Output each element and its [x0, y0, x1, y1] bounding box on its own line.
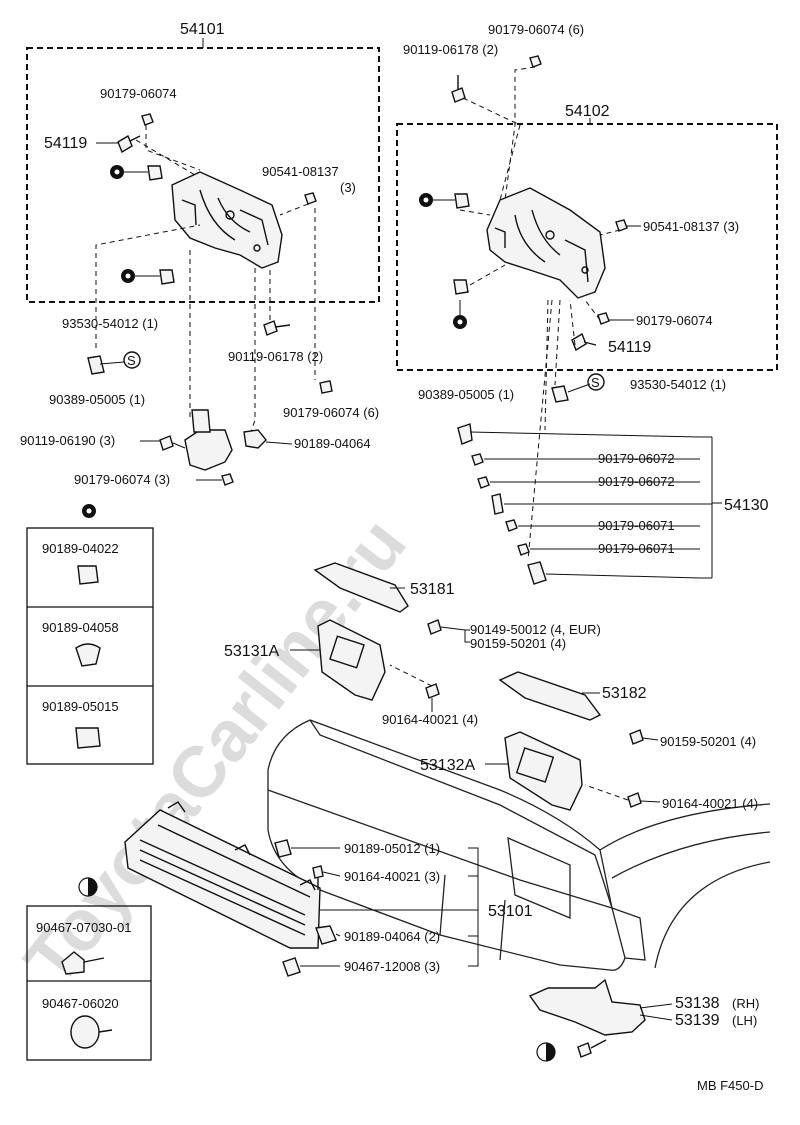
- part-label: 90119-06178 (2): [228, 349, 323, 364]
- screw-icon: [571, 332, 597, 352]
- headlamp-housing-53131a: [290, 619, 386, 701]
- svg-text:S: S: [591, 375, 600, 390]
- clip-icon: [315, 925, 341, 945]
- assembly-54101: 54101: [26, 21, 380, 303]
- label-54130: 54130: [724, 497, 769, 514]
- grille-53101: [124, 801, 321, 949]
- screw-icon: [427, 619, 470, 643]
- part-label: 53132A: [420, 757, 475, 774]
- legend-item: 90189-05015: [42, 699, 119, 714]
- part-label: 93530-54012 (1): [62, 316, 158, 331]
- part-label: 90179-06072: [598, 451, 675, 466]
- nut-icon: [221, 473, 234, 486]
- screw-icon: [312, 865, 341, 890]
- part-label: 90164-40021 (4): [382, 712, 478, 727]
- part-label: 90159-50201 (4): [660, 734, 756, 749]
- legend-item: 90467-06020: [42, 996, 119, 1011]
- part-label: 90164-40021 (3): [344, 869, 440, 884]
- screw-icon: [117, 134, 141, 154]
- part-label: 90179-06074: [100, 86, 177, 101]
- part-label: 90179-06074 (3): [74, 472, 170, 487]
- nut-icon: [529, 55, 542, 68]
- part-label: 90164-40021 (4): [662, 796, 758, 811]
- nut-icon: [304, 192, 317, 205]
- part-label: 90189-05012 (1): [344, 841, 440, 856]
- part-number-labels: 90179-06074 (6) 90119-06178 (2) 90179-06…: [20, 22, 759, 1029]
- grommet-icon: S: [551, 373, 605, 403]
- part-label: 90389-05005 (1): [418, 387, 514, 402]
- rivet-icon: [282, 957, 340, 977]
- part-label: (LH): [732, 1013, 757, 1028]
- nut-icon: [597, 312, 610, 325]
- legend-half-circle: [26, 877, 152, 1061]
- speed-nut-icon: [110, 165, 163, 181]
- headlamp-bracket-left: [171, 171, 283, 269]
- part-label: 53138: [675, 995, 720, 1012]
- speed-nut-icon: [453, 279, 469, 329]
- legend-speed-nut: [26, 504, 154, 765]
- nut-icon: [319, 380, 333, 394]
- clip-icon: [243, 429, 267, 449]
- part-label: 90541-08137 (3): [643, 219, 739, 234]
- headlamp-housing-53132a: [485, 731, 583, 811]
- legend-item: 90467-07030-01: [36, 920, 131, 935]
- part-label: 53139: [675, 1012, 720, 1029]
- part-label: 53181: [410, 581, 455, 598]
- part-label: (3): [340, 180, 356, 195]
- screw-icon: [577, 1039, 607, 1058]
- part-label: 90179-06074 (6): [488, 22, 584, 37]
- speed-nut-icon: [419, 193, 470, 209]
- grommet-icon: S: [87, 351, 141, 375]
- screw-icon: [159, 435, 186, 451]
- part-label: 90189-04064 (2): [344, 929, 440, 944]
- legend-item: 90189-04022: [42, 541, 119, 556]
- bolt-icon: [263, 320, 291, 336]
- speed-nut-icon: [121, 269, 175, 285]
- part-label: (RH): [732, 996, 759, 1011]
- headlamp-cover-53181: [313, 562, 409, 613]
- legend-item: 90189-04058: [42, 620, 119, 635]
- part-label: 90541-08137: [262, 164, 339, 179]
- part-label: 90389-05005 (1): [49, 392, 145, 407]
- nut-icon: [141, 113, 154, 126]
- part-label: 90179-06071: [598, 541, 675, 556]
- part-label: 90179-06074 (6): [283, 405, 379, 420]
- assembly-54102: 54102: [396, 103, 778, 371]
- label-54102: 54102: [565, 103, 610, 120]
- svg-text:S: S: [127, 353, 136, 368]
- part-label: 90119-06190 (3): [20, 433, 115, 448]
- under-cover-53138: [528, 978, 673, 1036]
- nut-icon: [615, 219, 628, 232]
- headlamp-bracket-right: [486, 187, 606, 299]
- bolt-icon: [451, 75, 466, 103]
- adjuster-bracket: [184, 409, 233, 471]
- part-label: 54119: [608, 339, 651, 356]
- screw-icon: [389, 664, 440, 699]
- part-label: 93530-54012 (1): [630, 377, 726, 392]
- part-label: 90159-50201 (4): [470, 636, 566, 651]
- part-label: 53131A: [224, 643, 279, 660]
- part-label: 90179-06074: [636, 313, 713, 328]
- part-label: 90179-06072: [598, 474, 675, 489]
- half-circle-mark-icon: [536, 1042, 556, 1062]
- part-label: 53101: [488, 903, 533, 920]
- part-label: 54119: [44, 135, 87, 152]
- part-label: 90179-06071: [598, 518, 675, 533]
- part-label: 90467-12008 (3): [344, 959, 440, 974]
- clip-icon: [274, 839, 340, 858]
- screw-icon: [629, 729, 659, 745]
- footer-code: MB F450-D: [697, 1078, 763, 1093]
- part-label: 90119-06178 (2): [403, 42, 498, 57]
- screw-icon: [584, 784, 661, 808]
- label-54101: 54101: [180, 21, 225, 38]
- part-label: 90149-50012 (4, EUR): [470, 622, 601, 637]
- bracket-set-54130: 54130: [457, 423, 769, 585]
- part-label: 90189-04064: [294, 436, 371, 451]
- headlamp-cover-53182: [498, 671, 602, 721]
- part-label: 53182: [602, 685, 647, 702]
